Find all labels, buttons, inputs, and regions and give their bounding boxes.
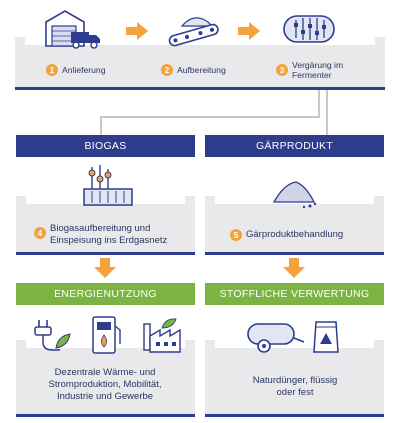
panel-lip (185, 196, 195, 204)
step-label: Anlieferung (62, 65, 106, 75)
panel-underline (16, 252, 195, 255)
gaerprodukt-panel (205, 196, 384, 255)
panel-lip (185, 340, 195, 348)
step-label: Aufbereitung (177, 65, 226, 75)
biogas-header: BIOGAS (16, 135, 195, 157)
stoffliche-verwertung-header-label: STOFFLICHE VERWERTUNG (219, 288, 370, 300)
biogas-panel (16, 196, 195, 255)
panel-lip (374, 196, 384, 204)
energienutzung-description: Dezentrale Wärme- und Stromproduktion, M… (48, 367, 162, 402)
connector-line (326, 90, 328, 135)
arrow-down-icon (94, 258, 116, 278)
step-number: 4 (34, 227, 46, 239)
step-label: Vergärung im Fermenter (292, 60, 344, 80)
biogas-header-label: BIOGAS (84, 140, 127, 152)
panel-lip (205, 340, 215, 348)
connector-line (100, 116, 320, 118)
arrow-right-icon (238, 22, 260, 40)
factory-icon (143, 318, 181, 353)
warehouse-truck-icon (45, 10, 100, 49)
tank-trailer-icon (247, 323, 305, 353)
connector-line (100, 116, 102, 135)
step-vergaerung: 3 Vergärung im Fermenter (276, 60, 361, 80)
panel-underline (16, 414, 195, 417)
panel-lip (205, 196, 215, 204)
digestate-pile-icon (272, 181, 317, 209)
panel-underline (15, 87, 385, 90)
step-aufbereitung: 2 Aufbereitung (161, 64, 226, 76)
panel-lip (16, 340, 26, 348)
fuel-pump-icon (92, 316, 121, 354)
connector-line (318, 90, 320, 118)
panel-lip (374, 340, 384, 348)
top-panel (15, 37, 385, 90)
panel-lip (16, 196, 26, 204)
step-number: 3 (276, 64, 288, 76)
energienutzung-header-label: ENERGIENUTZUNG (54, 288, 157, 300)
step-gaerproduktbehandlung: 5 Gärproduktbehandlung (230, 229, 343, 241)
gaerprodukt-header: GÄRPRODUKT (205, 135, 384, 157)
step-anlieferung: 1 Anlieferung (46, 64, 105, 76)
energienutzung-header: ENERGIENUTZUNG (16, 283, 195, 305)
panel-underline (205, 252, 384, 255)
step-biogasaufbereitung: 4 Biogasaufbereitung und Einspeisung ins… (34, 223, 194, 247)
step-number: 5 (230, 229, 242, 241)
step-label: Biogasaufbereitung und Einspeisung ins E… (50, 223, 168, 246)
step-number: 1 (46, 64, 58, 76)
panel-underline (205, 414, 384, 417)
stoffliche-verwertung-description: Naturdünger, flüssig oder fest (252, 375, 338, 398)
panel-lip (375, 37, 385, 45)
panel-lip (15, 37, 25, 45)
gas-plant-icon (83, 165, 133, 206)
energienutzung-panel (16, 340, 195, 417)
arrow-right-icon (126, 22, 148, 40)
step-number: 2 (161, 64, 173, 76)
plug-leaf-icon (34, 320, 71, 351)
stoffliche-verwertung-header: STOFFLICHE VERWERTUNG (205, 283, 384, 305)
fertilizer-bag-icon (313, 321, 339, 353)
step-label: Gärproduktbehandlung (246, 229, 344, 240)
fermenter-icon (283, 15, 335, 43)
gaerprodukt-header-label: GÄRPRODUKT (255, 140, 334, 152)
stoffliche-verwertung-panel (205, 340, 384, 417)
arrow-down-icon (283, 258, 305, 278)
conveyor-icon (168, 17, 219, 47)
